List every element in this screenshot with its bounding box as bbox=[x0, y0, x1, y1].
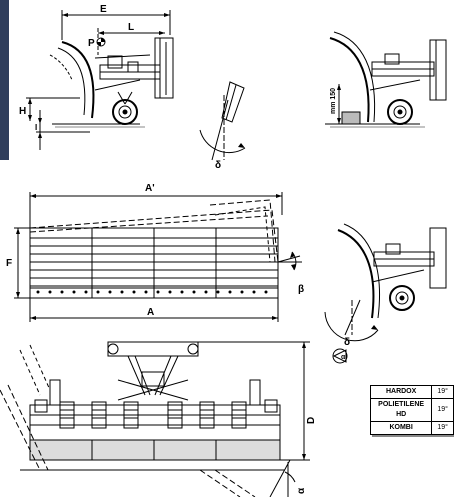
side-view-right bbox=[325, 31, 447, 128]
label-a: A bbox=[147, 307, 154, 318]
left-edge-strip bbox=[0, 0, 9, 160]
tilt-view bbox=[324, 223, 447, 364]
label-alpha-front: α bbox=[296, 487, 307, 494]
material-cell: POLIETILENE HD bbox=[369, 398, 433, 422]
blade-material-table: HARDOX 19° POLIETILENE HD 19° KOMBI 19° bbox=[369, 385, 454, 435]
bolt-row bbox=[36, 290, 268, 294]
material-cell: KOMBI bbox=[369, 421, 433, 435]
plan-view bbox=[14, 192, 302, 322]
angle-detail bbox=[199, 81, 246, 161]
label-delta-top: δ bbox=[215, 160, 221, 171]
label-delta-tilt: δ bbox=[344, 337, 350, 348]
blade-profile bbox=[61, 41, 95, 119]
angle-cell: 19° bbox=[431, 385, 454, 399]
label-i: I bbox=[35, 123, 37, 132]
label-e: E bbox=[100, 4, 107, 15]
label-alpha-tilt: α bbox=[341, 354, 346, 361]
cutting-edge-strip bbox=[29, 439, 281, 461]
label-beta: β bbox=[298, 284, 304, 295]
label-l: L bbox=[128, 22, 134, 33]
caster-wheel-tilt bbox=[389, 285, 415, 311]
label-p: P bbox=[88, 38, 95, 49]
material-cell: HARDOX bbox=[369, 385, 433, 399]
left-spring-tower bbox=[49, 379, 61, 406]
label-d: D bbox=[306, 417, 317, 424]
spring-units bbox=[59, 401, 247, 429]
label-a-prime: A' bbox=[145, 183, 155, 194]
hitch-crossbar bbox=[107, 341, 199, 357]
table-row: KOMBI 19° bbox=[369, 421, 454, 435]
blade-edge-detail bbox=[221, 81, 245, 123]
blade-profile-right bbox=[329, 37, 370, 123]
blade-profile-tilt bbox=[337, 229, 375, 319]
label-f: F bbox=[6, 258, 12, 269]
label-h: H bbox=[19, 106, 26, 117]
right-spring-tower bbox=[249, 379, 261, 406]
front-view bbox=[0, 341, 310, 497]
clearance-block bbox=[341, 111, 361, 125]
label-clearance: mm 150 bbox=[330, 88, 337, 114]
side-view-left bbox=[26, 10, 174, 150]
angle-cell: 19° bbox=[431, 398, 454, 422]
table-row: POLIETILENE HD 19° bbox=[369, 398, 454, 422]
angle-cell: 19° bbox=[431, 421, 454, 435]
table-row: HARDOX 19° bbox=[369, 385, 454, 399]
